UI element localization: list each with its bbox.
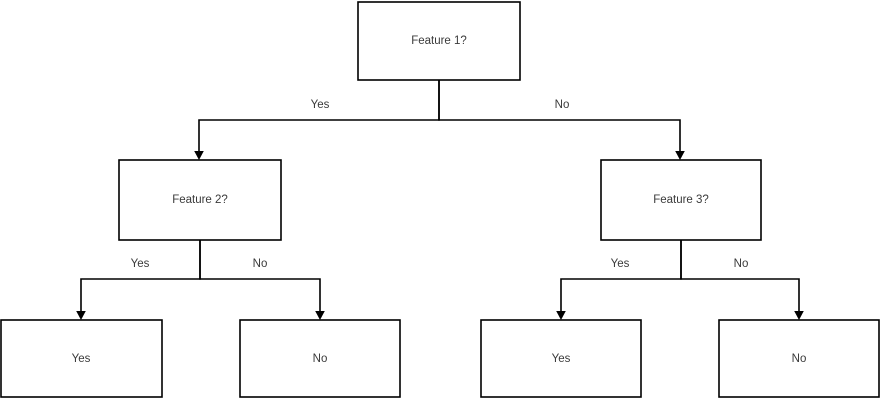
edge-path [80, 240, 201, 312]
edge-feature2-to-leaf1 [76, 240, 201, 320]
node-leaf4[interactable]: No [718, 319, 880, 398]
edge-path [199, 240, 321, 312]
arrow-head-icon [794, 311, 804, 320]
edge-label-edge-root-yes: Yes [311, 99, 330, 111]
edge-label-edge-f2-no: No [253, 258, 268, 270]
edge-path [438, 80, 681, 152]
node-feature3[interactable]: Feature 3? [600, 159, 762, 241]
node-label: Feature 3? [653, 194, 709, 206]
edge-feature2-to-leaf2 [199, 240, 325, 320]
node-label: Yes [552, 353, 571, 365]
node-label: Yes [72, 353, 91, 365]
node-label: Feature 2? [172, 194, 228, 206]
arrow-head-icon [76, 311, 86, 320]
arrow-head-icon [675, 151, 685, 160]
edge-path [560, 240, 682, 312]
node-box[interactable] [600, 159, 762, 241]
node-label: No [792, 353, 807, 365]
edge-root-to-feature2 [194, 80, 440, 160]
node-box[interactable] [718, 319, 880, 398]
edge-label-edge-f3-no: No [734, 258, 749, 270]
edge-label-edge-root-no: No [555, 99, 570, 111]
edges-layer [76, 80, 804, 320]
node-feature2[interactable]: Feature 2? [118, 159, 282, 241]
edge-root-to-feature3 [438, 80, 685, 160]
edge-label-edge-f3-yes: Yes [611, 258, 630, 270]
arrow-head-icon [194, 151, 204, 160]
node-label: Feature 1? [411, 35, 467, 47]
node-box[interactable] [480, 319, 642, 398]
node-leaf2[interactable]: No [239, 319, 401, 398]
node-box[interactable] [357, 1, 521, 81]
node-label: No [313, 353, 328, 365]
edge-path [198, 80, 440, 152]
arrow-head-icon [315, 311, 325, 320]
node-leaf1[interactable]: Yes [0, 319, 163, 398]
node-box[interactable] [239, 319, 401, 398]
node-box[interactable] [118, 159, 282, 241]
edge-feature3-to-leaf4 [680, 240, 804, 320]
node-leaf3[interactable]: Yes [480, 319, 642, 398]
edge-label-edge-f2-yes: Yes [131, 258, 150, 270]
node-box[interactable] [0, 319, 163, 398]
arrow-head-icon [556, 311, 566, 320]
edge-feature3-to-leaf3 [556, 240, 682, 320]
node-root[interactable]: Feature 1? [357, 1, 521, 81]
edge-path [680, 240, 800, 312]
